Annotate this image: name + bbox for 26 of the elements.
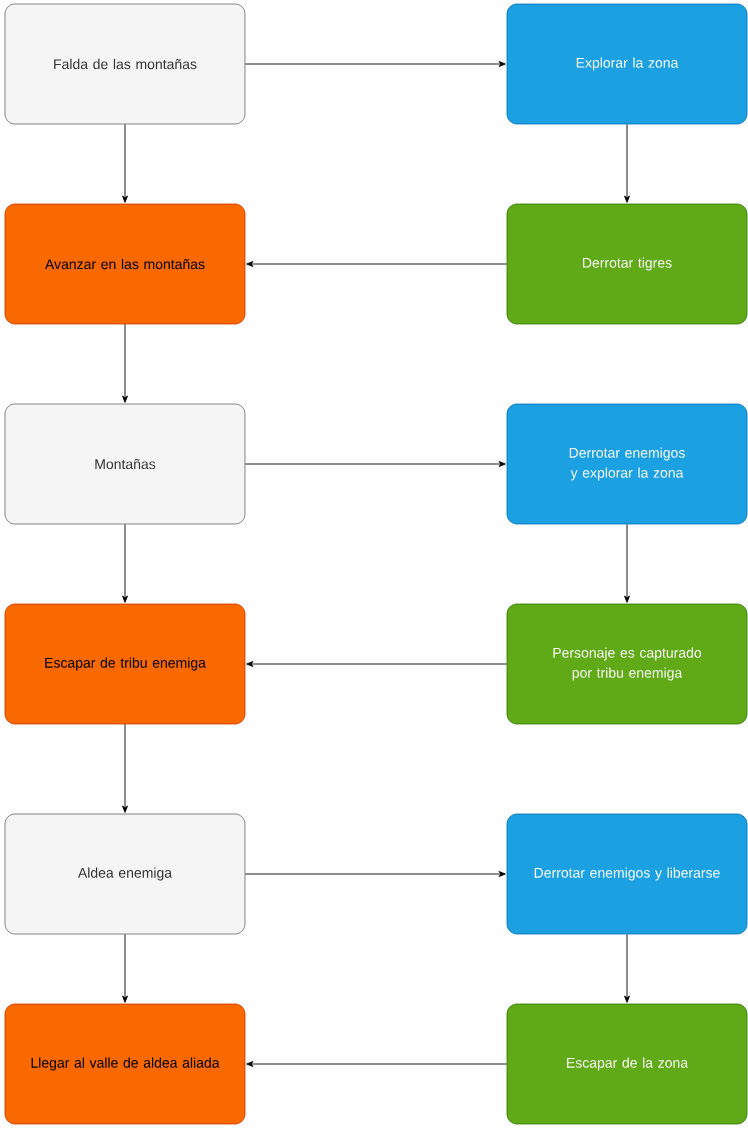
arrow — [122, 323, 128, 403]
arrow — [244, 461, 506, 467]
event-box: Escapar de la zona — [506, 1003, 748, 1125]
action-box: Derrotar enemigos y liberarse — [506, 813, 748, 935]
arrow — [624, 523, 630, 603]
action-box: Derrotar enemigos y explorar la zona — [506, 403, 748, 525]
arrow — [624, 933, 630, 1003]
location-box: Falda de las montañas — [4, 3, 246, 125]
event-box: Personaje es capturado por tribu enemiga — [506, 603, 748, 725]
arrow — [244, 61, 506, 67]
arrow — [122, 723, 128, 813]
location-box: Aldea enemiga — [4, 813, 246, 935]
progress-box: Llegar al valle de aldea aliada — [4, 1003, 246, 1125]
location-box: Montañas — [4, 403, 246, 525]
arrow — [246, 661, 508, 667]
arrow — [122, 933, 128, 1003]
arrow — [122, 123, 128, 203]
progress-box: Avanzar en las montañas — [4, 203, 246, 325]
arrow — [624, 123, 630, 203]
event-box: Derrotar tigres — [506, 203, 748, 325]
arrow — [246, 261, 508, 267]
action-box: Explorar la zona — [506, 3, 748, 125]
arrow — [244, 871, 506, 877]
arrow — [246, 1061, 508, 1067]
arrow — [122, 523, 128, 603]
progress-box: Escapar de tribu enemiga — [4, 603, 246, 725]
